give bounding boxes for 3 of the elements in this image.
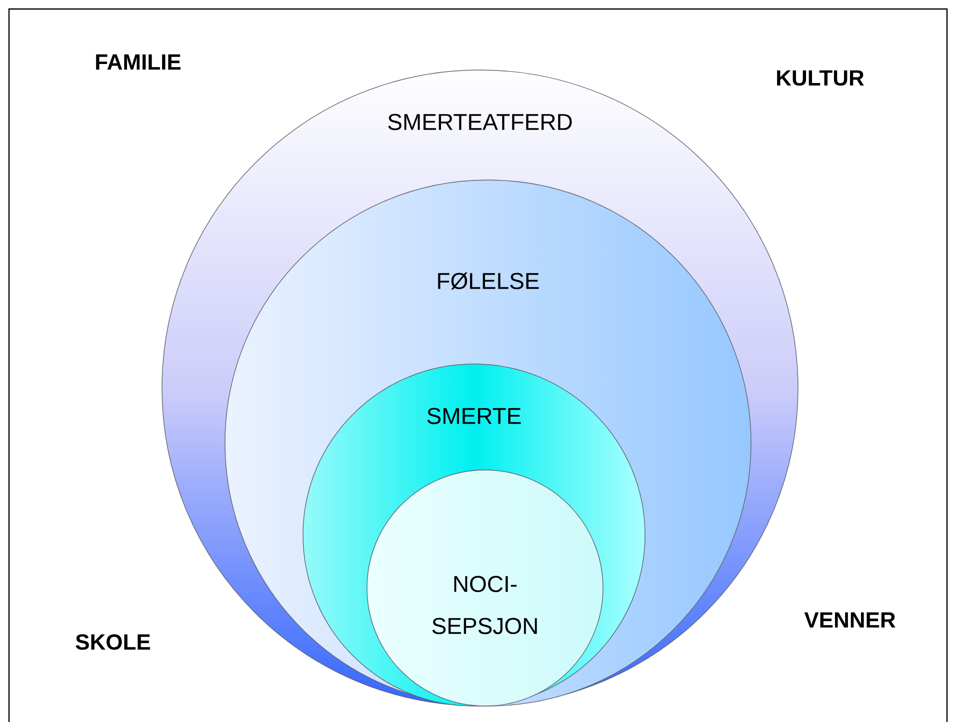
context-label: SKOLE	[76, 634, 150, 650]
context-label: FAMILIE	[96, 54, 181, 70]
context-label: VENNER	[804, 612, 896, 628]
